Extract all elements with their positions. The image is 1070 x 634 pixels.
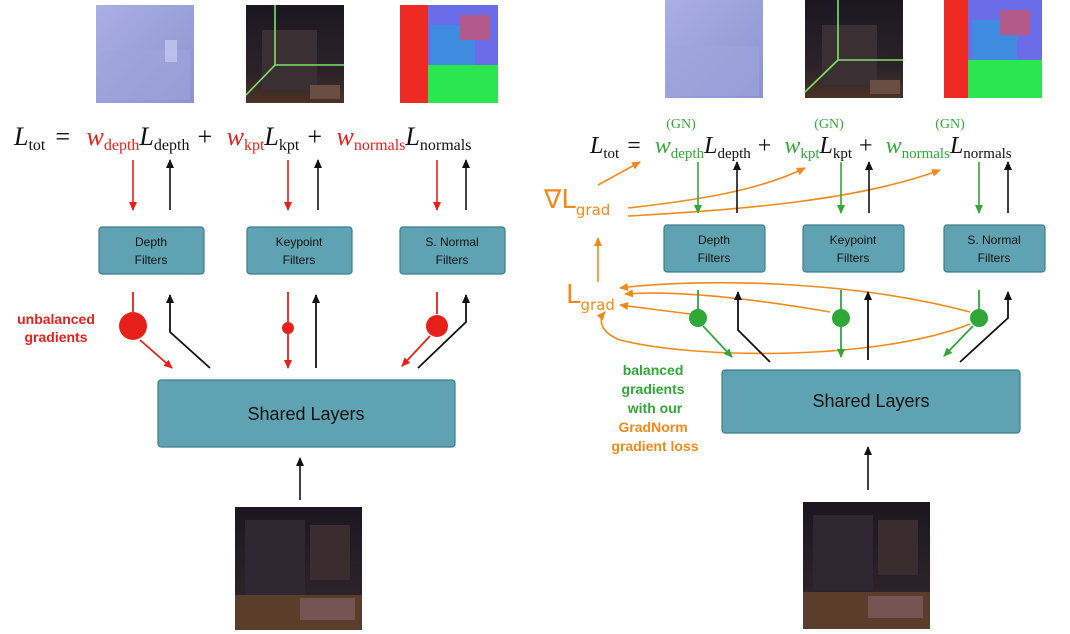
right-keypoint-output-image: [804, 0, 903, 98]
gn-superscript-kpt: (GN): [814, 117, 844, 132]
ltot-symbol: L: [13, 122, 28, 151]
svg-text:Shared Layers: Shared Layers: [247, 404, 364, 424]
left-equation: Ltot= wdepthLdepth+ wkptLkpt+ wnormalsLn…: [13, 122, 471, 154]
w-depth: w: [87, 122, 105, 151]
green-arrow-depth-to-shared: [702, 325, 733, 358]
black-arrow-shared-to-depth-right: [734, 291, 771, 363]
small-red-gradient-dot: [282, 322, 294, 334]
box-label-line2: Filters: [135, 253, 168, 267]
green-gradient-dot-kpt: [832, 309, 850, 327]
orange-arrow-to-w-kpt: [627, 167, 806, 209]
lgrad-label: Lgrad: [566, 280, 615, 314]
box-label-line1: S. Normal: [967, 233, 1020, 247]
l-kpt: L: [263, 122, 278, 151]
black-arrow-shared-to-normals-right: [959, 291, 1012, 363]
right-panel: Ltot= wdepthLdepth+ wkptLkpt+ wnormalsLn…: [543, 0, 1046, 629]
red-arrow-normals-to-shared: [401, 335, 431, 367]
red-arrow-depth-to-shared: [139, 339, 173, 369]
right-input-image: [803, 502, 930, 629]
svg-text:Shared Layers: Shared Layers: [812, 391, 929, 411]
gn-superscript-depth: (GN): [666, 117, 696, 132]
orange-arrow-depth-dot-to-lgrad: [619, 302, 691, 315]
black-arrow-shared-to-depth: [166, 294, 211, 369]
w-gn-normals: w: [886, 133, 902, 159]
medium-red-gradient-dot: [426, 315, 448, 337]
ltot-symbol-right: L: [589, 133, 603, 159]
green-gradient-dot-normals: [970, 309, 988, 327]
box-label-line2: Filters: [837, 251, 870, 265]
box-label-line1: Depth: [135, 235, 167, 249]
balanced-gradients-label: balanced gradients with our: [622, 362, 689, 416]
orange-arrow-loop-to-lgrad: [596, 311, 971, 355]
box-label-line2: Filters: [698, 251, 731, 265]
right-shared-layers-box: Shared Layers: [721, 369, 1021, 434]
box-label-line1: Keypoint: [830, 233, 877, 247]
gn-superscript-normals: (GN): [935, 117, 965, 132]
box-label-line2: Filters: [436, 253, 469, 267]
orange-arrow-to-w-normals: [627, 169, 941, 217]
right-normals-output-image: [944, 0, 1042, 98]
box-label-line1: Keypoint: [276, 235, 323, 249]
orange-arrow-to-w-depth: [597, 161, 641, 186]
right-depth-output-image: [665, 0, 763, 98]
right-equation: Ltot= wdepthLdepth+ wkptLkpt+ wnormalsLn…: [589, 133, 1012, 162]
green-arrow-normals-to-shared: [943, 325, 974, 357]
orange-arrow-normal-dot-to-lgrad: [619, 281, 971, 313]
normals-output-image: [400, 5, 498, 103]
w-kpt: w: [227, 122, 245, 151]
l-depth: L: [138, 122, 153, 151]
left-shared-layers-box: Shared Layers: [157, 379, 456, 448]
left-panel: Ltot= wdepthLdepth+ wkptLkpt+ wnormalsLn…: [13, 5, 506, 630]
box-label-line1: Depth: [698, 233, 730, 247]
orange-arrow-kpt-dot-to-lgrad: [624, 289, 831, 313]
box-label-line2: Filters: [283, 253, 316, 267]
keypoint-output-image: [245, 5, 344, 103]
gradnorm-loss-label: GradNorm gradient loss: [611, 419, 698, 454]
green-gradient-dot-depth: [689, 309, 707, 327]
left-input-image: [235, 507, 362, 630]
box-label-line2: Filters: [978, 251, 1011, 265]
depth-output-image: [96, 5, 194, 103]
nabla-lgrad-label: ∇Lgrad: [543, 185, 610, 219]
w-gn-kpt: w: [784, 133, 800, 159]
w-normals: w: [337, 122, 355, 151]
w-gn-depth: w: [655, 133, 671, 159]
box-label-line1: S. Normal: [425, 235, 478, 249]
large-red-gradient-dot: [119, 312, 147, 340]
black-arrow-shared-to-normals: [417, 294, 470, 369]
l-normals: L: [404, 122, 419, 151]
